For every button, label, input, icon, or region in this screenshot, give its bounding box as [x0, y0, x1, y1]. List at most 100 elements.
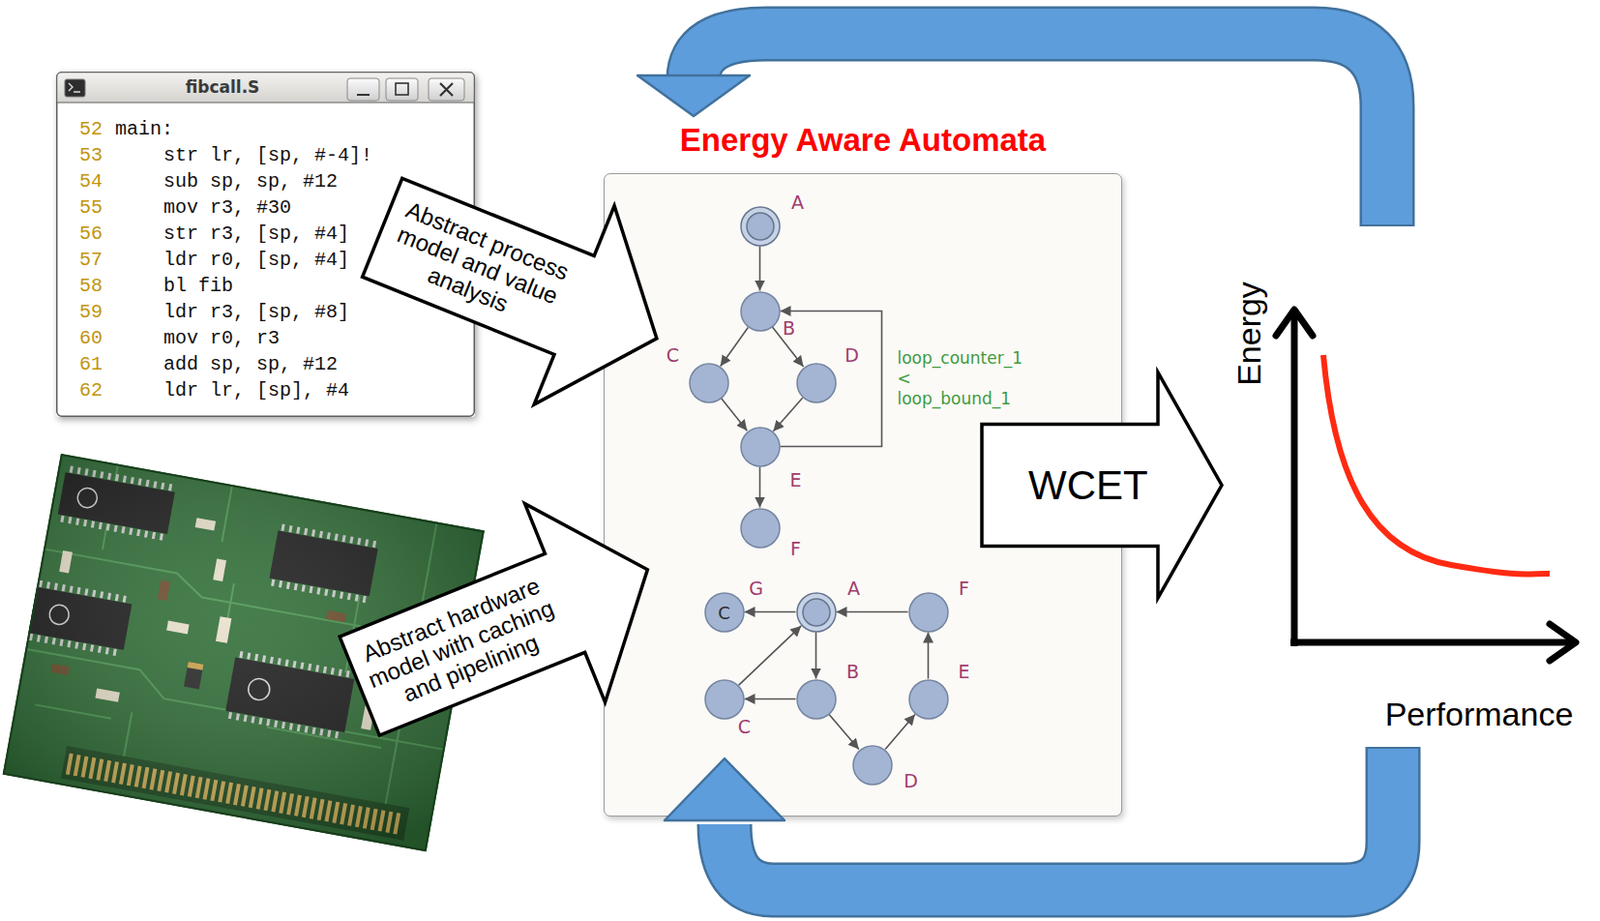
state-circle-fill	[909, 592, 949, 632]
code-line: ldr lr, [sp], #4	[163, 377, 350, 404]
arrow-label: WCET	[1028, 462, 1149, 508]
state-node: C	[688, 362, 730, 404]
code-line: mov r0, r3	[163, 325, 280, 352]
feedback-arrow	[664, 746, 1393, 890]
feedback-arrow	[693, 33, 1388, 227]
state-node: GC	[704, 592, 745, 633]
state-node: C	[704, 679, 745, 720]
code-line: main:	[115, 116, 174, 143]
state-circle-outer	[740, 207, 780, 246]
state-label: A	[847, 577, 860, 599]
state-circle	[852, 744, 893, 786]
state-circle-fill	[740, 508, 780, 548]
code-line: str r3, [sp, #4]	[163, 220, 350, 247]
code-line: mov r3, #30	[163, 194, 292, 221]
code-line: sub sp, sp, #12	[163, 168, 338, 195]
chart-axes	[1291, 311, 1299, 647]
energy-curve	[1323, 355, 1550, 574]
line-number: 62	[79, 377, 103, 404]
state-circle-fill	[797, 363, 836, 403]
state-label: E	[957, 660, 970, 682]
state-circle-inner	[802, 598, 830, 626]
window-title: fibcall.S	[56, 76, 389, 98]
state-circle-fill	[705, 680, 744, 719]
line-number: 57	[79, 246, 103, 273]
transition-arrow	[836, 611, 909, 614]
transition-arrow	[739, 625, 802, 685]
window-button	[428, 78, 465, 101]
code-line: ldr r0, [sp, #4]	[163, 246, 350, 273]
code-line: ldr r3, [sp, #8]	[163, 298, 350, 326]
state-label: B	[782, 317, 796, 339]
code-line: str lr, [sp, #-4]!	[163, 142, 373, 169]
title-bar	[57, 72, 475, 103]
state-circle	[908, 592, 949, 633]
transition-arrow	[829, 713, 860, 749]
state-circle	[796, 592, 837, 633]
state-label: G	[748, 577, 764, 599]
state-label: C	[738, 715, 751, 738]
state-node: F	[740, 507, 781, 549]
line-number: 56	[79, 220, 103, 247]
chart-axes	[1549, 623, 1576, 661]
line-number: 58	[79, 272, 103, 299]
chart-axes	[1275, 309, 1313, 336]
feedback-arrow	[724, 746, 1393, 890]
maximize-icon	[395, 83, 409, 95]
state-label: C	[666, 344, 680, 366]
state-circle-fill	[740, 292, 780, 331]
code-line: add sp, sp, #12	[163, 351, 338, 378]
state-label: D	[844, 344, 860, 366]
window-button	[385, 78, 418, 101]
line-number: 54	[79, 168, 103, 195]
line-number: 60	[79, 325, 103, 352]
state-label: D	[903, 770, 919, 792]
state-circle	[740, 206, 781, 247]
state-node: D	[852, 744, 893, 786]
state-label: B	[846, 660, 860, 682]
window-button	[347, 78, 380, 101]
transition-arrow	[815, 632, 818, 680]
terminal-icon	[68, 83, 81, 92]
state-circle-fill	[909, 680, 949, 719]
panel-title: Energy Aware Automata	[604, 122, 1122, 158]
state-mark: C	[717, 601, 731, 623]
arrow-node: WCET	[979, 370, 1225, 600]
state-circle	[740, 507, 781, 549]
line-number: 53	[79, 142, 103, 169]
transition-arrow	[744, 611, 797, 614]
state-label: F	[958, 577, 970, 599]
state-circle-fill	[797, 680, 836, 719]
feedback-arrow	[664, 758, 785, 821]
axis-label: Performance	[1385, 695, 1574, 734]
state-node: E	[740, 426, 781, 468]
axis-label: Energy	[1230, 281, 1269, 386]
line-number: 52	[79, 116, 103, 143]
state-circle	[908, 679, 949, 720]
state-circle-fill	[740, 427, 780, 467]
energy-curve	[1323, 355, 1550, 574]
feedback-arrow	[693, 33, 1388, 225]
state-circle-fill	[853, 745, 892, 785]
state-label: F	[790, 537, 801, 560]
chart-axes	[1275, 309, 1576, 661]
transition-arrow	[772, 397, 802, 431]
line-number: 61	[79, 351, 103, 378]
state-circle-inner	[746, 212, 774, 240]
line-number: 55	[79, 194, 103, 221]
transition-arrow	[771, 326, 803, 367]
transition-arrow	[721, 398, 748, 431]
state-circle	[740, 426, 781, 468]
state-label: A	[791, 191, 804, 213]
transition-arrow	[927, 632, 930, 680]
state-circle-outer	[797, 592, 836, 632]
block-arrow-outline	[981, 372, 1222, 598]
state-circle	[704, 679, 745, 720]
transition-arrow	[759, 467, 762, 508]
feedback-arrow	[724, 748, 1393, 890]
state-node: A	[740, 206, 781, 247]
transition-arrow	[780, 311, 883, 447]
transition-arrow	[720, 327, 749, 367]
transition-arrow	[885, 713, 916, 749]
state-node: B	[740, 291, 781, 332]
